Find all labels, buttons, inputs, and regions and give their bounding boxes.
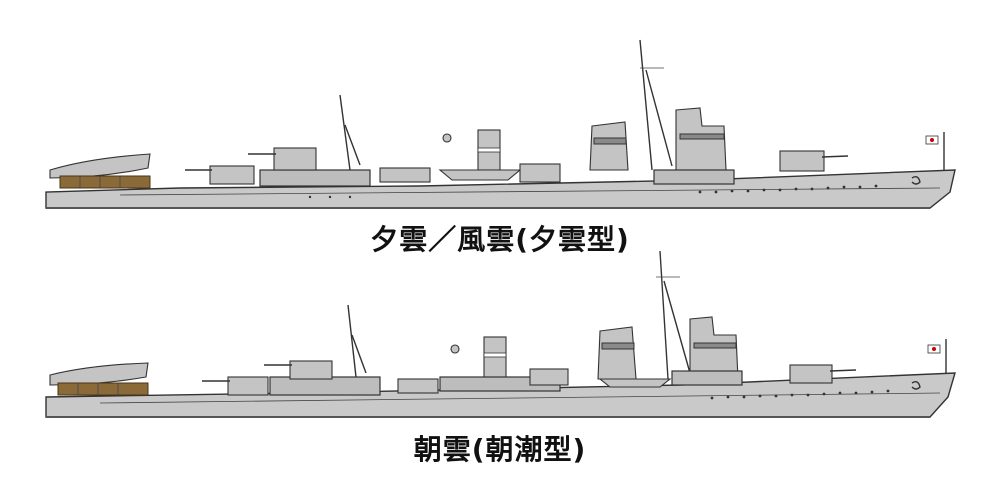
aft-gun-turret-2 <box>273 147 317 171</box>
torpedo-mount-mid <box>529 368 569 386</box>
ship-illustration-asagumo <box>0 245 1000 425</box>
caption-yugumo: 夕雲／風雲(夕雲型) <box>370 223 630 256</box>
deck-line <box>99 392 941 404</box>
deck-line <box>119 187 941 196</box>
aft-mast <box>347 304 357 378</box>
foremast <box>659 250 669 380</box>
forward-platform <box>598 378 672 388</box>
aft-platform <box>438 169 522 181</box>
forward-funnel <box>597 326 637 380</box>
aft-deckhouse <box>259 169 371 187</box>
ship-profile-asagumo <box>45 250 956 418</box>
portholes <box>308 184 878 199</box>
forward-gun-turret <box>789 364 833 384</box>
aft-gun-turret <box>227 376 269 396</box>
aft-gun-turret-2 <box>289 360 333 380</box>
flag-emblem <box>930 138 934 142</box>
forward-deckhouse <box>671 370 743 386</box>
torpedo-mount-aft <box>379 167 431 183</box>
anchor-icon <box>911 380 921 390</box>
portholes <box>710 389 890 400</box>
foremast <box>639 39 653 171</box>
stern-boat <box>49 362 149 386</box>
stern-boat <box>49 153 151 179</box>
forward-gun-turret <box>779 150 825 172</box>
anchor-icon <box>911 175 921 185</box>
ship-illustration-yugumo <box>0 30 1000 220</box>
searchlight <box>450 344 460 354</box>
aft-mast <box>339 94 351 171</box>
forward-funnel <box>589 121 629 171</box>
aft-funnel <box>483 336 507 380</box>
torpedo-mount-mid <box>519 163 561 183</box>
searchlight <box>442 133 452 143</box>
ship-profile-yugumo <box>45 39 956 209</box>
forward-deckhouse <box>653 169 735 185</box>
deck-cargo <box>57 382 149 396</box>
flag-emblem <box>932 347 936 351</box>
torpedo-mount-aft <box>397 378 439 394</box>
aft-gun-turret <box>209 165 255 185</box>
deck-cargo <box>59 175 151 189</box>
caption-asagumo: 朝雲(朝潮型) <box>413 433 587 466</box>
aft-deckhouse <box>269 376 381 396</box>
